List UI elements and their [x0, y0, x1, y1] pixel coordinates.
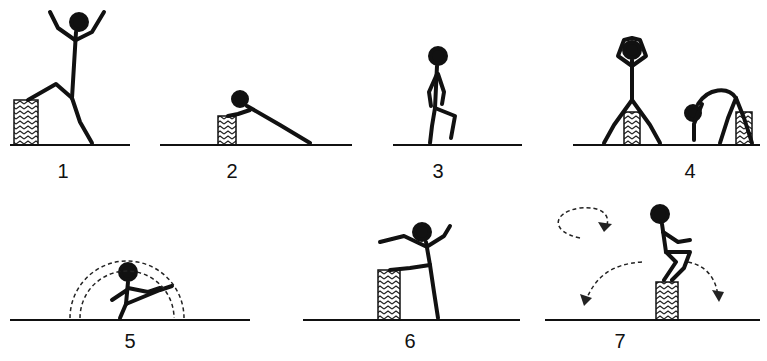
figure-number-holder: 5 [124, 330, 135, 352]
figure-number-holder: 6 [404, 330, 415, 352]
figure-number: 4 [684, 160, 695, 182]
figure-number: 6 [404, 330, 415, 352]
figure-number: 1 [57, 160, 68, 182]
step-blocks [14, 100, 752, 320]
figure-number: 5 [124, 330, 135, 352]
figure-number: 7 [614, 330, 625, 352]
ground-lines [10, 145, 760, 320]
arrow-heads [580, 222, 724, 306]
figure-number-holder: 3 [432, 160, 443, 182]
figure-number-holder: 4 [684, 160, 695, 182]
figure-number: 3 [432, 160, 443, 182]
figure-number-holder: 1 [57, 160, 68, 182]
figure-number-holder: 2 [226, 160, 237, 182]
stick-figures [28, 12, 752, 318]
figure-number-holder: 7 [614, 330, 625, 352]
motion-arcs [70, 208, 718, 318]
figure-number: 2 [226, 160, 237, 182]
